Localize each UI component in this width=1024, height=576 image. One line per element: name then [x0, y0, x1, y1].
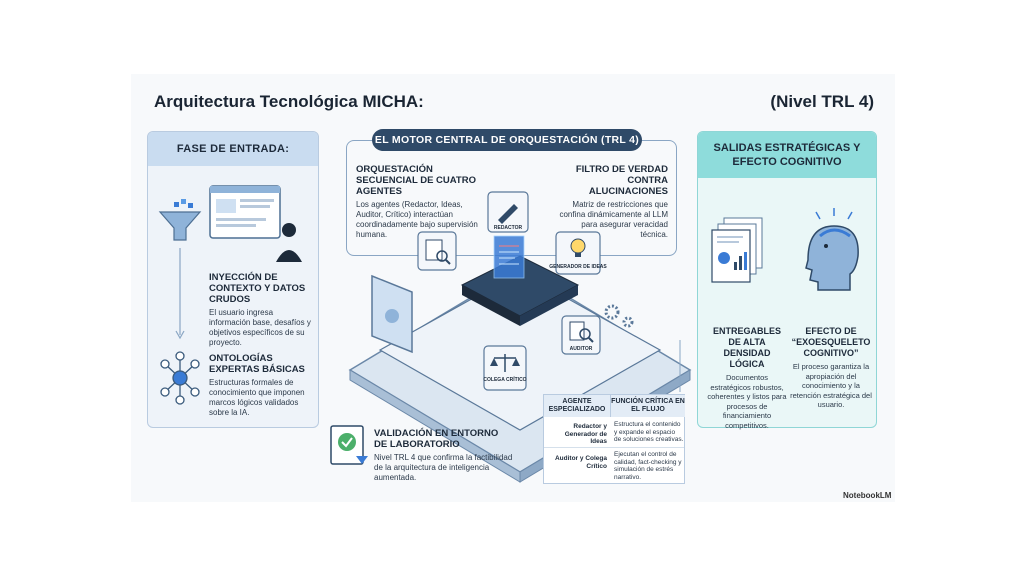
- title-bar: Arquitectura Tecnológica MICHA: (Nivel T…: [140, 84, 888, 120]
- documents-stack-icon: [711, 217, 763, 283]
- user-at-screen-icon: [209, 185, 302, 262]
- cognitive-exoskeleton-heading: EFECTO DE “EXOESQUELETO COGNITIVO”: [791, 326, 871, 358]
- certificate-check-icon: [330, 425, 368, 465]
- ontologies-block: ONTOLOGÍAS EXPERTAS BÁSICAS Estructuras …: [209, 353, 313, 418]
- cognitive-exoskeleton-block: EFECTO DE “EXOESQUELETO COGNITIVO” El pr…: [790, 326, 872, 410]
- table-header-function: FUNCIÓN CRÍTICA EN EL FLUJO: [610, 395, 685, 417]
- table-row-2-agent: Auditor y Colega Crítico: [554, 455, 607, 470]
- input-phase-title: FASE DE ENTRADA:: [148, 132, 318, 166]
- table-header-agent: AGENTE ESPECIALIZADO: [544, 395, 610, 417]
- truth-filter-heading: FILTRO DE VERDAD CONTRA ALUCINACIONES: [575, 164, 668, 197]
- lab-screen-icon: [371, 274, 413, 354]
- chip-label-ideas: GENERADOR DE IDEAS: [549, 264, 607, 270]
- context-injection-heading: INYECCIÓN DE CONTEXTO Y DATOS CRUDOS: [209, 272, 306, 305]
- table-row-divider: [544, 447, 684, 448]
- agent-auditor-chip: AUDITOR: [561, 315, 601, 355]
- notebooklm-watermark: NotebookLM: [843, 491, 892, 500]
- table-row-2-function: Ejecutan el control de calidad, fact-che…: [614, 451, 682, 481]
- orchestration-title: EL MOTOR CENTRAL DE ORQUESTACIÓN (TRL 4): [372, 129, 642, 151]
- input-phase-panel: FASE DE ENTRADA:: [147, 131, 319, 428]
- orchestration-text: Los agentes (Redactor, Ideas, Auditor, C…: [356, 200, 478, 239]
- funnel-icon: [158, 199, 202, 241]
- chip-label-auditor: AUDITOR: [570, 346, 593, 352]
- agent-critico-chip: COLEGA CRÍTICO: [483, 345, 527, 391]
- ontologies-text: Estructuras formales de conocimiento que…: [209, 378, 305, 417]
- ontology-network-icon: [160, 351, 200, 405]
- lab-validation-text: Nivel TRL 4 que confirma la factibilidad…: [374, 453, 513, 482]
- cognitive-exoskeleton-text: El proceso garantiza la apropiación del …: [790, 362, 872, 409]
- chip-label-critico: COLEGA CRÍTICO: [483, 375, 526, 383]
- document-review-chip: [417, 231, 457, 271]
- gear-icon: [604, 304, 634, 328]
- truth-filter-text: Matriz de restricciones que confina diná…: [559, 200, 668, 239]
- orchestration-heading: ORQUESTACIÓN SECUENCIAL DE CUATRO AGENTE…: [356, 164, 476, 197]
- lab-validation-heading: VALIDACIÓN EN ENTORNO DE LABORATORIO: [374, 428, 499, 450]
- chip-label-redactor: REDACTOR: [494, 225, 523, 231]
- table-row-1-agent: Redactor y Generador de Ideas: [564, 423, 607, 445]
- truth-filter-block: FILTRO DE VERDAD CONTRA ALUCINACIONES Ma…: [556, 164, 668, 240]
- page-subtitle: (Nivel TRL 4): [770, 92, 874, 111]
- agent-ideas-chip: GENERADOR DE IDEAS: [549, 231, 607, 275]
- central-processor-icon: [460, 235, 580, 326]
- deliverables-text: Documentos estratégicos robustos, cohere…: [707, 373, 787, 430]
- orchestration-block: ORQUESTACIÓN SECUENCIAL DE CUATRO AGENTE…: [356, 164, 478, 240]
- context-injection-block: INYECCIÓN DE CONTEXTO Y DATOS CRUDOS El …: [209, 272, 313, 348]
- cognitive-head-icon: [805, 208, 859, 291]
- strategic-outputs-title: SALIDAS ESTRATÉGICAS Y EFECTO COGNITIVO: [698, 132, 876, 178]
- table-row-1-function: Estructura el contenido y expande el esp…: [614, 421, 684, 443]
- context-injection-text: El usuario ingresa información base, des…: [209, 308, 311, 347]
- agent-function-table: AGENTE ESPECIALIZADO FUNCIÓN CRÍTICA EN …: [543, 394, 685, 484]
- agent-redactor-chip: REDACTOR: [487, 191, 529, 233]
- lab-validation-block: VALIDACIÓN EN ENTORNO DE LABORATORIO Niv…: [374, 428, 514, 483]
- ontologies-heading: ONTOLOGÍAS EXPERTAS BÁSICAS: [209, 353, 305, 375]
- deliverables-block: ENTREGABLES DE ALTA DENSIDAD LÓGICA Docu…: [706, 326, 788, 430]
- deliverables-heading: ENTREGABLES DE ALTA DENSIDAD LÓGICA: [712, 326, 781, 369]
- page-title: Arquitectura Tecnológica MICHA:: [154, 92, 424, 111]
